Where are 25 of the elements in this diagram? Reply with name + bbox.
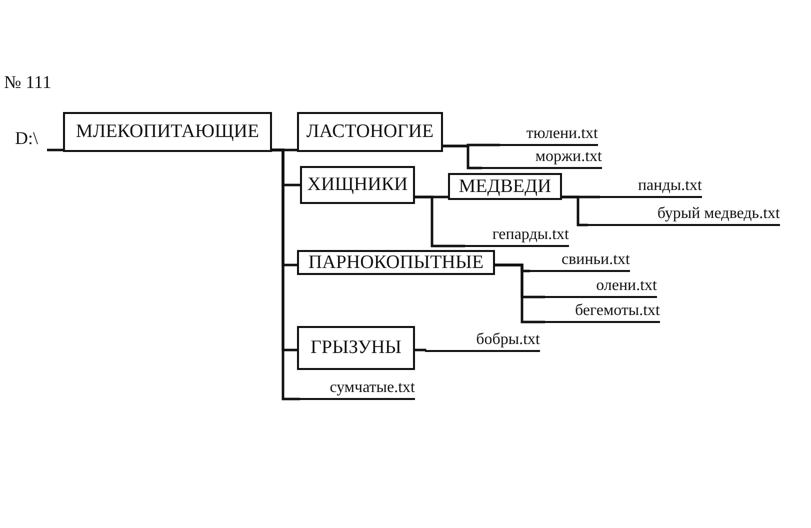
file-name: сумчатые.txt bbox=[300, 378, 415, 400]
tree-connector bbox=[272, 148, 300, 400]
folder-box: ГРЫЗУНЫ bbox=[297, 326, 415, 370]
file-name: бобры.txt bbox=[425, 330, 540, 352]
file-name: гепарды.txt bbox=[465, 226, 569, 247]
file-name: панды.txt bbox=[600, 176, 702, 198]
file-name: бурый медведь.txt bbox=[588, 202, 780, 226]
tree-connector bbox=[562, 196, 588, 226]
folder-box: МЛЕКОПИТАЮЩИЕ bbox=[63, 112, 272, 152]
folder-box: МЕДВЕДИ bbox=[448, 173, 562, 200]
file-name: олени.txt bbox=[545, 277, 657, 298]
drive-label: D:\ bbox=[15, 128, 47, 152]
exercise-number: № 111 bbox=[4, 72, 52, 93]
folder-box: ПАРНОКОПЫТНЫЕ bbox=[297, 250, 495, 275]
file-name: бегемоты.txt bbox=[545, 302, 660, 323]
tree-connector bbox=[443, 144, 482, 170]
tree-connector bbox=[415, 348, 426, 352]
file-name: свиньи.txt bbox=[530, 251, 630, 272]
tree-connector bbox=[47, 148, 63, 152]
file-name: тюлени.txt bbox=[500, 124, 598, 146]
folder-box: ЛАСТОНОГИЕ bbox=[297, 112, 443, 152]
file-name: моржи.txt bbox=[482, 147, 602, 169]
tree-connector bbox=[415, 196, 465, 248]
tree-connector bbox=[495, 264, 545, 324]
folder-box: ХИЩНИКИ bbox=[300, 166, 415, 204]
